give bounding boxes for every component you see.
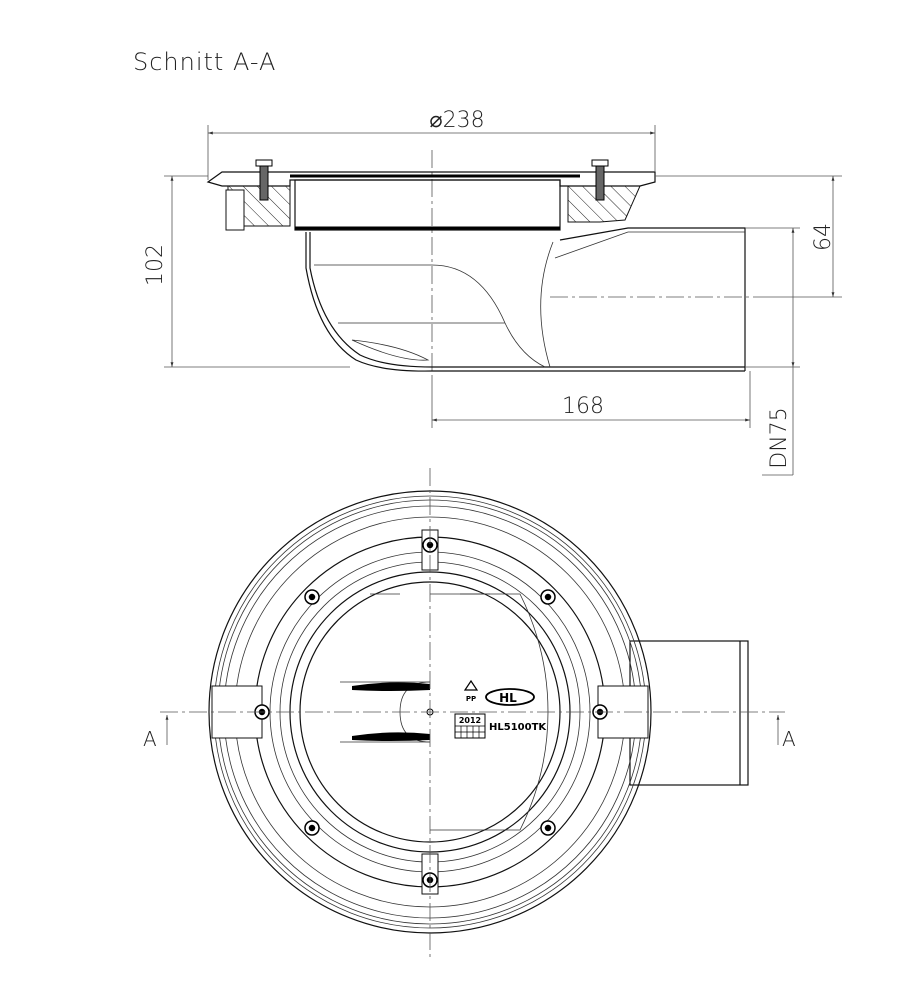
material-label: PP	[466, 695, 476, 703]
recycling-icon	[463, 679, 479, 691]
dimensions: ⌀238 102 64 DN75 168	[143, 108, 842, 476]
height-dimension: 102	[143, 244, 168, 286]
outlet-length-dimension: 168	[562, 394, 604, 419]
logo-text: HL	[499, 691, 517, 705]
outlet-size-dimension: DN75	[767, 407, 792, 468]
screw-icon	[591, 159, 609, 201]
product-code: HL5100TK	[489, 722, 547, 733]
diameter-dimension: ⌀238	[429, 108, 484, 133]
product-marking: PP HL 2012 HL5100TK	[454, 679, 547, 739]
section-marker-right: A	[782, 727, 796, 751]
plan-view	[160, 468, 785, 960]
section-marker-left: A	[143, 727, 157, 751]
year-label: 2012	[459, 716, 481, 725]
section-view	[206, 150, 760, 375]
drawing-title: Schnitt A-A	[133, 48, 276, 76]
section-markers: A A	[143, 715, 796, 751]
screw-icon	[255, 159, 273, 201]
hl-logo	[485, 688, 535, 706]
outlet-height-dimension: 64	[811, 223, 836, 251]
